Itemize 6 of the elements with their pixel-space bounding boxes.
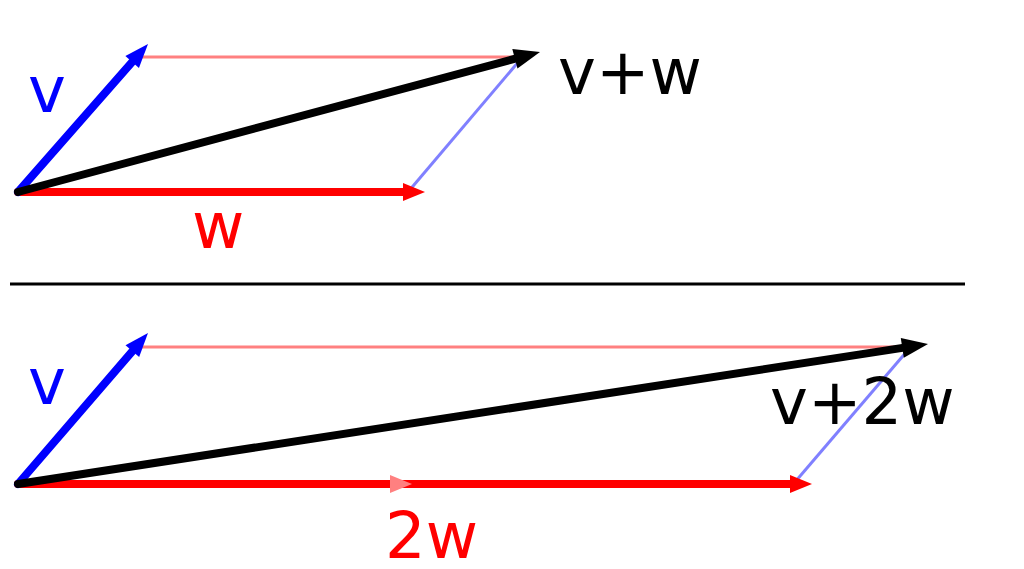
vector-label: v bbox=[28, 58, 66, 122]
vector-label: v bbox=[28, 350, 66, 414]
vector-label: w bbox=[192, 194, 245, 258]
vector-label: v+2w bbox=[770, 370, 955, 434]
vector-label: 2w bbox=[385, 504, 479, 568]
vector-label: v+w bbox=[558, 40, 702, 104]
